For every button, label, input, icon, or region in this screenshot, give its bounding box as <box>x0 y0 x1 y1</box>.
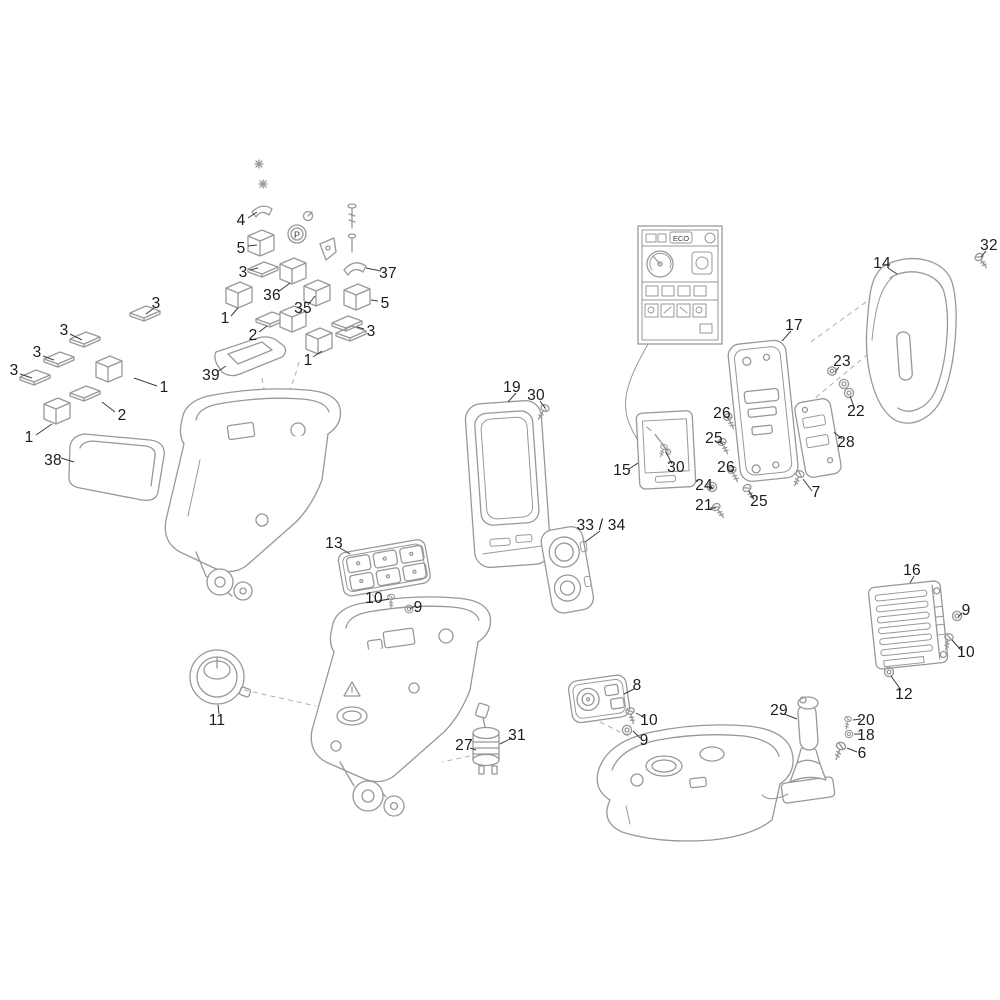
washer-9-mid <box>621 724 633 736</box>
switch-mid <box>279 305 307 333</box>
bezel-panel-19 <box>464 399 552 569</box>
washer-9-right <box>951 610 963 622</box>
switch-1-l2 <box>43 397 71 425</box>
blank-2-l <box>69 385 101 402</box>
blank-3-l1 <box>129 305 161 322</box>
clip-4 <box>251 205 273 218</box>
screw-32 <box>973 251 991 271</box>
tray-39 <box>214 336 287 377</box>
bracket-plate-28 <box>794 398 842 478</box>
switch-1-l <box>95 355 123 383</box>
cover-panel-38 <box>68 433 165 501</box>
rotary-control-11 <box>189 649 252 705</box>
joystick-29 <box>761 696 836 804</box>
switch-1a <box>225 281 253 309</box>
instrument-display: ECO <box>625 225 723 443</box>
control-panel-8 <box>568 674 631 724</box>
bracket-part <box>319 237 337 261</box>
screw-6 <box>831 740 848 762</box>
blank-3-l2 <box>69 331 101 348</box>
parking-brake-button: P <box>287 224 307 244</box>
eco-mode-label: ECO <box>673 234 689 243</box>
mounting-plate-17 <box>727 339 799 483</box>
gauge-icon <box>302 210 314 222</box>
switch-1b <box>305 327 333 355</box>
switch-35 <box>303 279 331 307</box>
ecu-module-16 <box>867 580 949 670</box>
leader-lines <box>19 211 987 753</box>
blank-3-l4 <box>19 369 51 386</box>
washer-18 <box>844 729 854 739</box>
middle-console-drawing <box>310 596 492 817</box>
clip-37 <box>343 262 367 276</box>
left-console-drawing <box>164 388 342 601</box>
key-switch-27-31 <box>472 702 500 775</box>
switch-36 <box>279 257 307 285</box>
switch-5a <box>247 229 275 257</box>
screw-20 <box>842 715 853 731</box>
screw-10-mid <box>624 706 639 726</box>
parking-button-label: P <box>294 230 300 240</box>
switch-bank-left <box>19 305 287 501</box>
armrest-shell-14 <box>865 258 957 424</box>
switch-bank-top-center: P <box>225 159 371 355</box>
right-console-drawing <box>596 724 794 842</box>
keypad-panel-13 <box>337 539 431 597</box>
switch-5b <box>343 283 371 311</box>
gauge-module-33-34 <box>540 526 595 614</box>
blank-3-l3 <box>43 351 75 368</box>
